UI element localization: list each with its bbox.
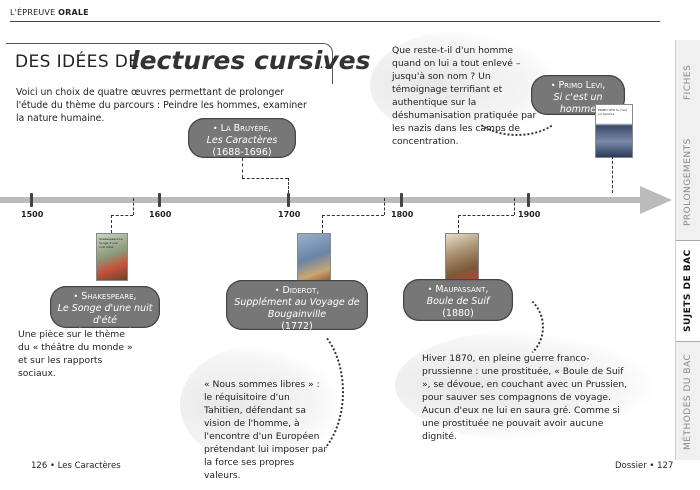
tick-1800 [400, 193, 403, 207]
year-label: 1600 [149, 210, 172, 219]
tick-1600 [158, 193, 161, 207]
year-label: 1900 [518, 210, 541, 219]
year-label: 1500 [21, 210, 44, 219]
work-title: Les Caractères [206, 135, 278, 146]
connector [514, 198, 515, 215]
tick-1900 [527, 193, 530, 207]
timeline-axis [0, 197, 660, 203]
book-cover-text: Shakespeare Le Songe d'une nuit d'été [99, 237, 123, 249]
work-dates: (1688-1696) [212, 147, 272, 158]
year-label: 1800 [391, 210, 414, 219]
note-shakespeare: Une pièce sur le thème du « théâtre du m… [18, 329, 133, 379]
book-cover-text: PRIMO LEVI Si c'est un homme [598, 108, 627, 116]
section-eyebrow: L'ÉPREUVE ORALE [10, 8, 89, 17]
note-maupassant: Hiver 1870, en pleine guerre franco-prus… [422, 353, 628, 442]
book-cover-shakespeare: Shakespeare Le Songe d'une nuit d'été [96, 233, 128, 281]
eyebrow-bold: ORALE [58, 8, 89, 17]
year-label: 1700 [278, 210, 301, 219]
work-title: Supplément au Voyage de Bougainville [234, 297, 360, 320]
connector [322, 215, 384, 216]
title-frame [6, 43, 333, 84]
work-author: Diderot, [282, 285, 320, 296]
page-title-script: lectures cursives [131, 46, 371, 75]
work-author: La Bruyère, [220, 123, 272, 134]
work-title: Le Songe d'une nuit d'été [57, 303, 153, 326]
running-title: Les Caractères [57, 461, 121, 471]
work-author: Maupassant, [435, 284, 489, 295]
page-title: DES IDÉES DE [15, 52, 140, 72]
footer-right: Dossier • 127 [615, 461, 674, 471]
connector [384, 198, 385, 215]
work-dates: (1880) [442, 308, 474, 319]
note-diderot: « Nous sommes libres » : le réquisitoire… [204, 379, 328, 481]
book-cover-maupassant [445, 233, 479, 281]
connector [111, 215, 112, 233]
work-pill-bruyere: • La Bruyère, Les Caractères (1688-1696) [188, 118, 296, 158]
page-number: 127 [657, 461, 674, 471]
connector [242, 178, 288, 179]
work-dates: (vers 1596) [77, 327, 133, 338]
page-number: 126 [31, 461, 48, 471]
connector [458, 215, 459, 233]
work-title: Si c'est un homme [553, 92, 603, 115]
book-cover-levi: PRIMO LEVI Si c'est un homme [595, 104, 633, 158]
connector [322, 215, 323, 233]
connector [612, 156, 613, 193]
tab-sujets-de-bac[interactable]: SUJETS DE BAC [676, 240, 700, 342]
dotted-arc [250, 320, 344, 464]
tab-fiches[interactable]: FICHES [683, 64, 693, 101]
tab-prolongements[interactable]: PROLONGEMENTS [683, 138, 693, 227]
connector [111, 215, 133, 216]
tab-methodes-du-bac[interactable]: MÉTHODES DU BAC [683, 353, 693, 451]
dotted-arc [470, 80, 564, 136]
dotted-arc [470, 290, 544, 364]
timeline-arrow [640, 186, 672, 214]
footer-left: 126 • Les Caractères [31, 461, 121, 471]
work-pill-shakespeare: • Shakespeare, Le Songe d'une nuit d'été… [50, 286, 160, 338]
eyebrow-prefix: L'ÉPREUVE [10, 8, 56, 17]
tick-1700 [287, 193, 290, 207]
work-author: Primo Levi, [558, 80, 606, 91]
connector [242, 158, 243, 178]
running-title: Dossier [615, 461, 647, 471]
title-ellipsis: … [315, 57, 328, 72]
book-cover-diderot [297, 233, 331, 281]
connector [133, 198, 134, 215]
work-title: Boule de Suif [426, 296, 490, 307]
side-tab-bar: FICHES PROLONGEMENTS SUJETS DE BAC MÉTHO… [675, 40, 700, 460]
connector [288, 178, 289, 193]
work-author: Shakespeare, [81, 291, 137, 302]
header-rule [10, 21, 660, 22]
connector [458, 215, 514, 216]
tick-1500 [30, 193, 33, 207]
note-levi: Que reste-t-il d'un homme quand on lui a… [392, 45, 537, 147]
work-dates: (1947) [562, 116, 594, 127]
intro-text: Voici un choix de quatre œuvres permetta… [16, 87, 307, 124]
